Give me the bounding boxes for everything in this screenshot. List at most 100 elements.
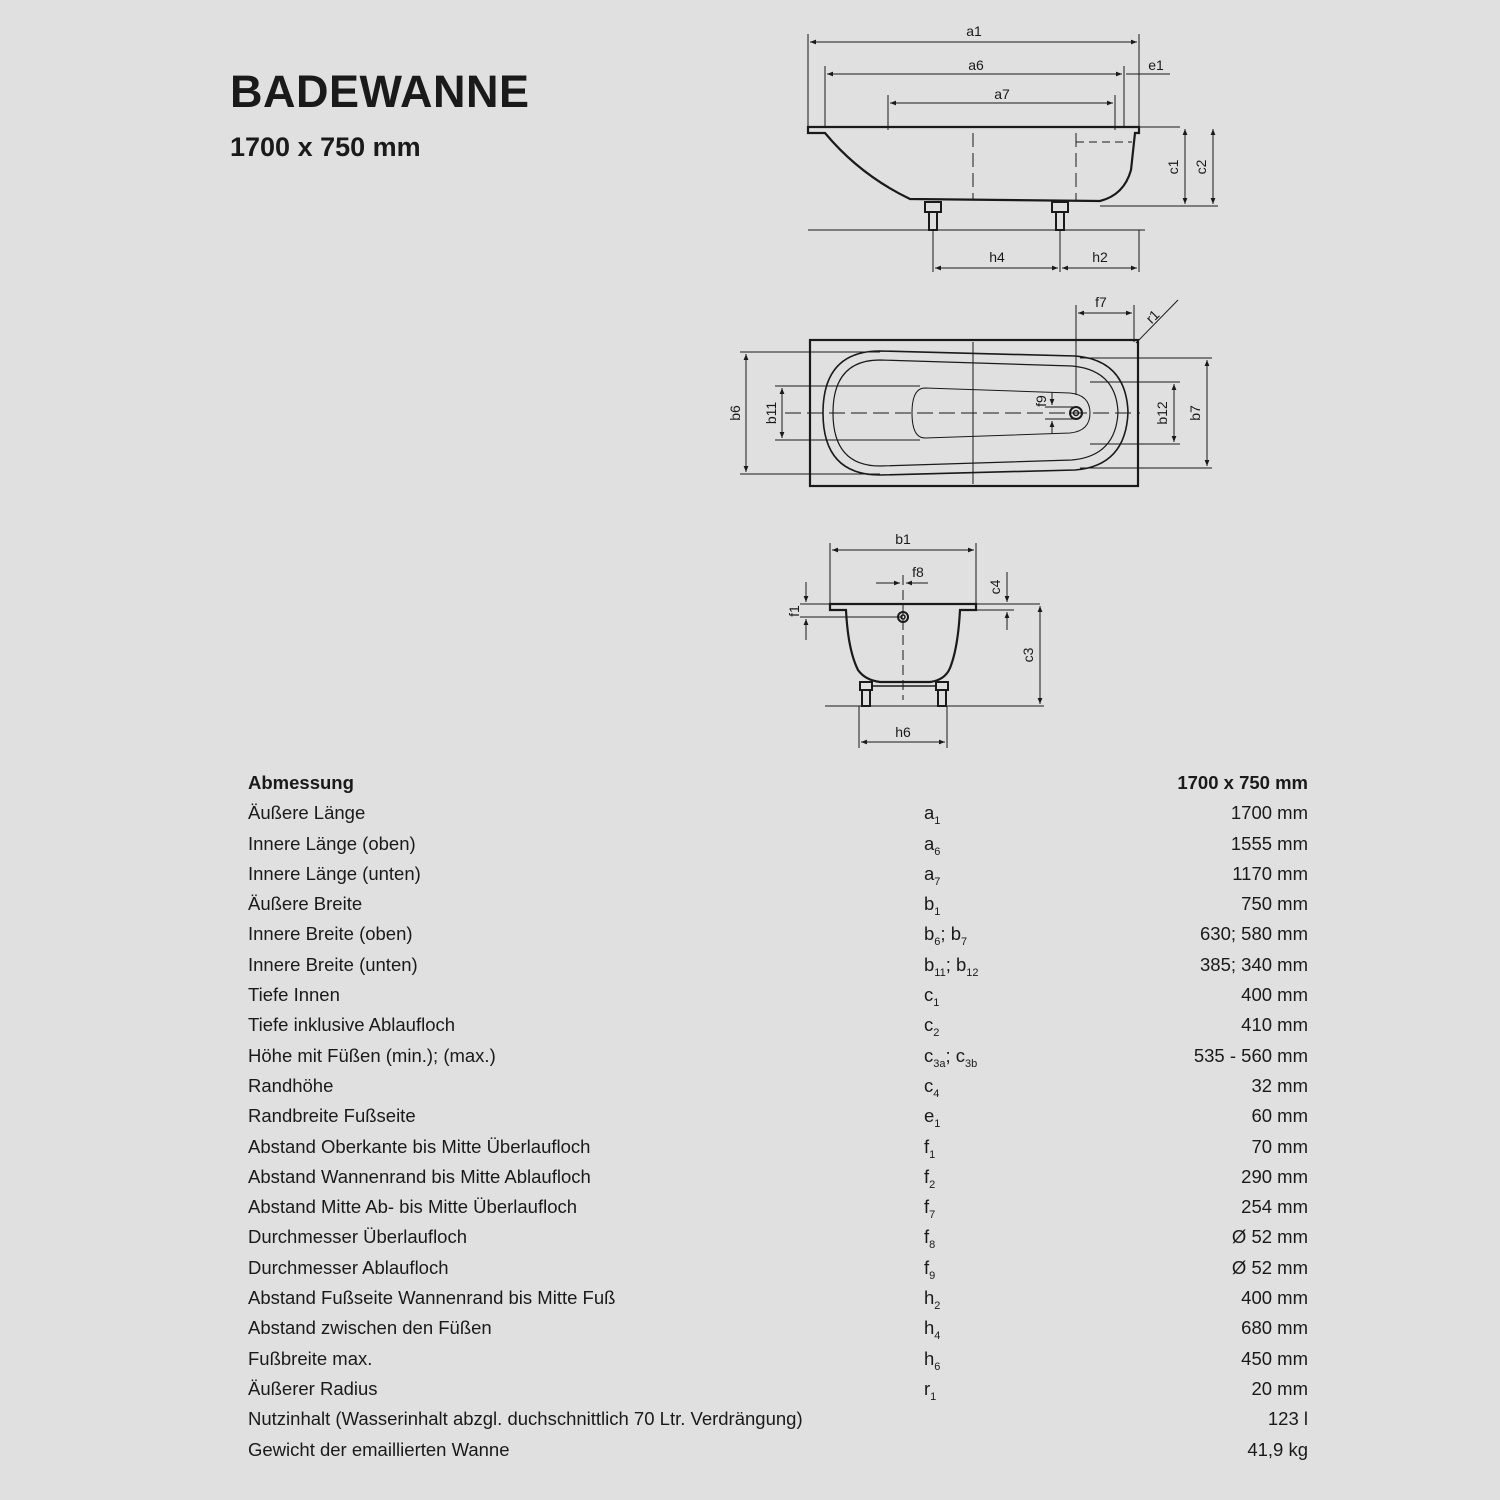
dim-label-b6: b6	[727, 405, 743, 421]
dim-label-f9: f9	[1033, 395, 1049, 407]
row-label: Durchmesser Ablaufloch	[248, 1256, 449, 1278]
symbol-subscript: 1	[934, 906, 941, 919]
symbol-base: c	[924, 1044, 934, 1066]
spec-table-header: Abmessung 1700 x 750 mm	[248, 768, 1308, 798]
table-row: Abstand Oberkante bis Mitte Überlaufloch…	[248, 1132, 1308, 1162]
row-symbol: f7	[924, 1192, 935, 1222]
dim-label-e1: e1	[1148, 57, 1164, 73]
dim-label-b11: b11	[763, 402, 779, 425]
row-symbol: a6	[924, 829, 940, 859]
row-symbol: f9	[924, 1253, 935, 1283]
row-label: Innere Länge (unten)	[248, 862, 421, 884]
row-value: Ø 52 mm	[1231, 1256, 1308, 1278]
table-row: Innere Länge (oben) a6 1555 mm	[248, 829, 1308, 859]
dim-label-a6: a6	[968, 57, 984, 73]
dim-label-a1: a1	[966, 23, 982, 39]
row-value: 254 mm	[1241, 1196, 1308, 1218]
row-symbol: c1	[924, 980, 939, 1010]
symbol-subscript: 6	[934, 936, 941, 949]
row-value: 410 mm	[1241, 1014, 1308, 1036]
symbol-subscript: 9	[929, 1269, 936, 1282]
symbol-base: e	[924, 1105, 935, 1127]
technical-drawing: a1 a6 a7 e1 c1 c2 h4 h2 f7 r1 b6 b11 f9 …	[727, 23, 1218, 748]
row-label: Nutzinhalt (Wasserinhalt abzgl. duchschn…	[248, 1408, 803, 1430]
symbol-base: a	[924, 862, 935, 884]
dim-label-c3: c3	[1020, 647, 1036, 662]
row-label: Höhe mit Füßen (min.); (max.)	[248, 1044, 496, 1066]
row-symbol: c3a; c3b	[924, 1041, 977, 1071]
row-value: 70 mm	[1251, 1135, 1308, 1157]
symbol-subscript: 2	[929, 1178, 936, 1191]
row-value: 1700 mm	[1230, 802, 1308, 824]
row-value: 290 mm	[1241, 1165, 1308, 1187]
row-symbol: r1	[924, 1374, 936, 1404]
dim-label-h6: h6	[895, 724, 911, 740]
symbol-subscript: 1	[933, 997, 940, 1010]
row-value: 123 l	[1267, 1408, 1308, 1430]
row-value: 20 mm	[1251, 1377, 1308, 1399]
symbol-base: f	[924, 1196, 930, 1218]
symbol-subscript: 6	[934, 845, 941, 858]
symbol-subscript: 2	[933, 1027, 940, 1040]
symbol-base: a	[924, 832, 935, 854]
row-value: 385; 340 mm	[1200, 953, 1308, 975]
row-label: Innere Breite (unten)	[248, 953, 418, 975]
symbol-subscript: 1	[930, 1390, 937, 1403]
table-row: Durchmesser Ablaufloch f9 Ø 52 mm	[248, 1253, 1308, 1283]
symbol-subscript: 3a	[933, 1057, 946, 1070]
end-view	[800, 543, 1044, 748]
symbol-base: ; b	[940, 923, 961, 945]
page-subtitle: 1700 x 750 mm	[230, 132, 421, 162]
dim-label-b1: b1	[895, 531, 911, 547]
symbol-subscript: 3b	[965, 1057, 978, 1070]
row-label: Innere Länge (oben)	[248, 832, 416, 854]
symbol-base: b	[924, 893, 935, 915]
symbol-base: h	[924, 1287, 935, 1309]
row-symbol: c2	[924, 1010, 939, 1040]
row-value: 400 mm	[1241, 984, 1308, 1006]
symbol-base: f	[924, 1165, 930, 1187]
row-value: 630; 580 mm	[1200, 923, 1308, 945]
row-label: Fußbreite max.	[248, 1347, 373, 1369]
row-label: Abstand zwischen den Füßen	[248, 1317, 492, 1339]
row-label: Abstand Oberkante bis Mitte Überlaufloch	[248, 1135, 591, 1157]
symbol-subscript: 2	[934, 1300, 941, 1313]
dim-label-r1: r1	[1142, 306, 1162, 326]
row-symbol: f1	[924, 1132, 935, 1162]
dim-label-c4: c4	[987, 579, 1003, 594]
row-value: 450 mm	[1241, 1347, 1308, 1369]
row-symbol: a7	[924, 859, 940, 889]
row-value: 1555 mm	[1230, 832, 1308, 854]
row-symbol: a1	[924, 798, 940, 828]
dim-label-b7: b7	[1187, 405, 1203, 421]
row-symbol: e1	[924, 1101, 940, 1131]
dim-label-b12: b12	[1154, 401, 1170, 425]
symbol-base: a	[924, 802, 935, 824]
dim-label-h4: h4	[989, 249, 1005, 265]
table-row: Tiefe inklusive Ablaufloch c2 410 mm	[248, 1010, 1308, 1040]
symbol-base: f	[924, 1226, 930, 1248]
symbol-subscript: 11	[934, 966, 946, 979]
symbol-base: b	[924, 923, 935, 945]
row-label: Tiefe inklusive Ablaufloch	[248, 1014, 456, 1036]
dim-label-f1: f1	[786, 605, 802, 617]
table-row: Tiefe Innen c1 400 mm	[248, 980, 1308, 1010]
row-symbol: h2	[924, 1283, 940, 1313]
header-label: Abmessung	[248, 772, 354, 793]
row-symbol: b6; b7	[924, 919, 967, 949]
symbol-subscript: 8	[929, 1239, 936, 1252]
dim-label-c2: c2	[1193, 159, 1209, 174]
row-label: Tiefe Innen	[248, 984, 340, 1006]
table-row: Nutzinhalt (Wasserinhalt abzgl. duchschn…	[248, 1404, 1308, 1434]
symbol-base: ; c	[945, 1044, 966, 1066]
symbol-subscript: 1	[929, 1148, 936, 1161]
